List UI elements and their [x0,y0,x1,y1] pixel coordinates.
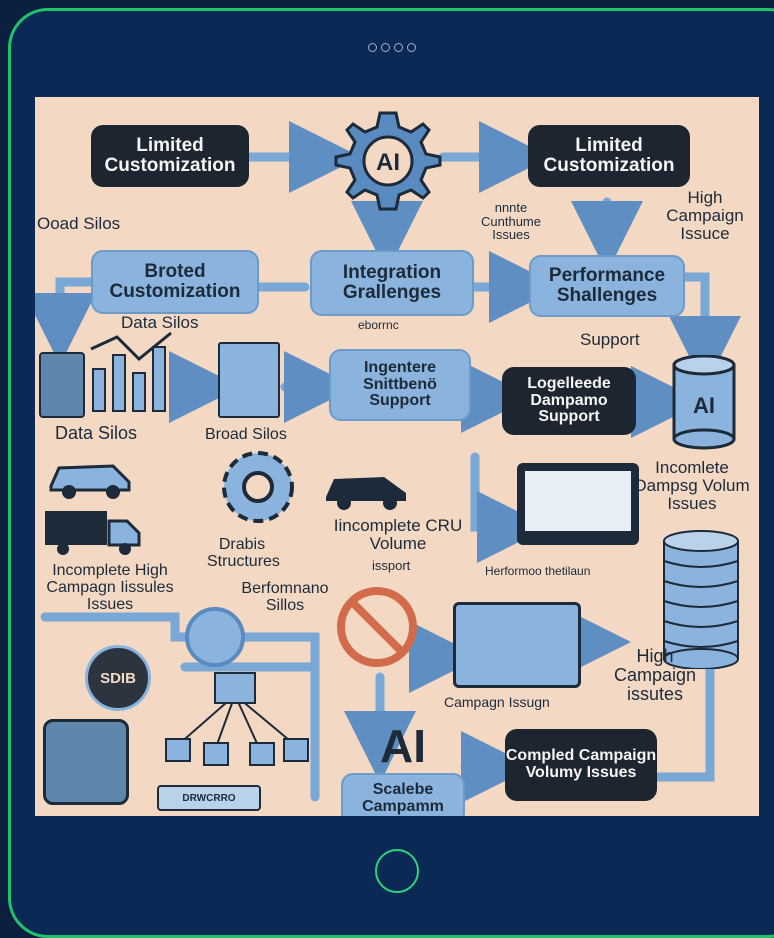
cuntume-label: nnnte Cunthume Issues [481,200,541,243]
sdib-badge: SDIB [85,645,151,711]
home-button[interactable] [375,849,419,893]
incomplete-campaign-label: Incomlete Dampsg Volum Issues [634,458,750,513]
data-silos-label: Data Silos [55,423,138,443]
cog-icon [222,451,294,523]
support-label: Support [580,330,640,349]
page-dot[interactable] [368,43,377,52]
gear-ai-label: AI [376,149,400,176]
tablet-icon [453,602,581,688]
ingentere-support-box: Ingentere Snittbenö Support [329,349,471,421]
ai-gear-icon: AI [334,111,442,211]
prohibited-icon [337,587,417,667]
compled-campaign-box: Compled Campaign Volumy Issues [505,729,657,801]
page-indicator [368,43,416,52]
ai-title: AI [380,720,426,772]
performance-challenges-box: Performance Shallenges [529,255,685,317]
limited-customization-box: Limited Customization [91,125,249,187]
chip-caption: DRWCRRO [157,785,261,811]
high-campaign-label: High Campaign Issuce [666,188,744,243]
berformano-silos-label: Berfomnano Sillos [241,580,329,614]
broad-silos-label: Broad Silos [205,426,287,443]
monitor-icon [517,463,639,545]
herformo-label: Herformoo thetilaun [485,564,591,578]
campagn-issugn-label: Campagn Issugn [444,694,550,710]
chip-icon [43,719,129,805]
eborrnc-label: eborrnc [358,318,399,332]
page-dot[interactable] [394,43,403,52]
high-campaign-issues-label: High Campaign issutes [613,646,697,704]
document-icon [218,342,280,418]
road-silos-label: Ooad Silos [37,214,121,233]
data-silos-label: Data Silos [121,313,199,332]
network-icon [165,672,309,766]
issport-label: issport [372,558,411,573]
page-dot[interactable] [407,43,416,52]
incomplete-crm-label: Iincomplete CRU Volume [333,516,463,553]
scalable-campaign-box: Scalebe Campamm [341,773,465,816]
ai-database-icon: AI [672,355,736,450]
bar-chart-icon [90,331,172,412]
limited-customization-box: Limited Customization [528,125,690,187]
disk-stack-icon [663,530,739,669]
flow-arrows [35,121,741,803]
drabs-structures-label: Drabis Structures [207,536,280,570]
logelleede-support-box: Logelleede Dampamo Support [502,367,636,435]
infographic-panel: Limited Customization Limited Customizat… [35,97,759,816]
car-icon [49,464,131,499]
truck-icon [45,511,141,555]
incomplete-high-campaign-label: Incomplete High Campagn Iissules Issues [46,562,174,613]
vehicle-icon [326,477,406,510]
cylinder-ai-label: AI [693,393,715,418]
target-icon [185,607,245,667]
integration-challenges-box: Integration Grallenges [310,250,474,316]
server-icon [39,352,85,418]
broted-customization-box: Broted Customization [91,250,259,314]
page-dot[interactable] [381,43,390,52]
